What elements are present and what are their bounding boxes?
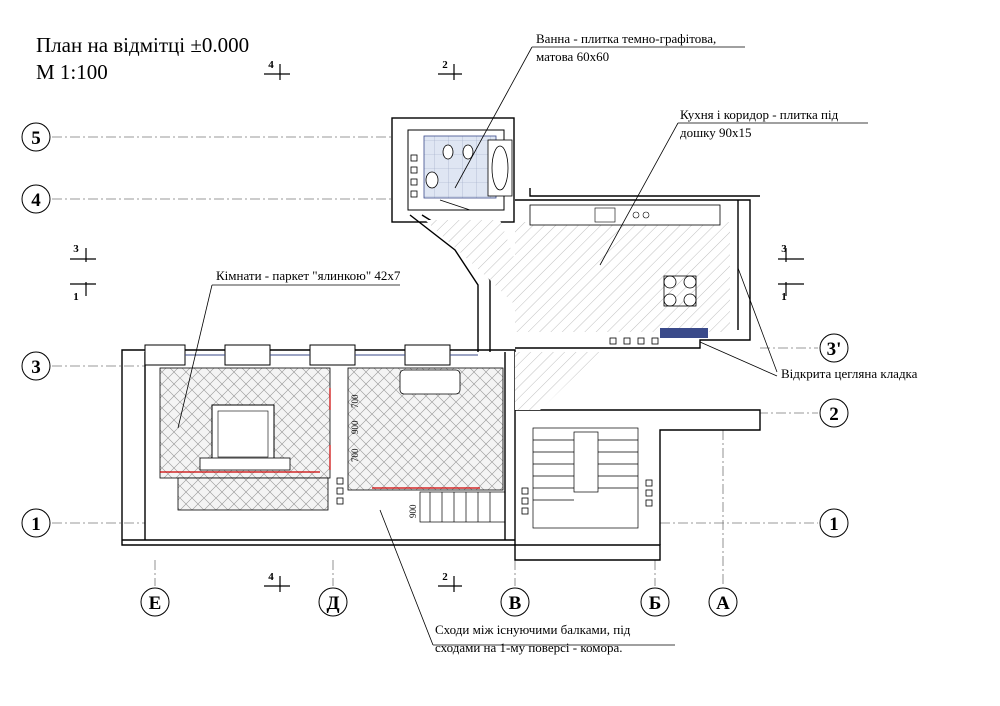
rooms <box>159 367 504 511</box>
axis-label-3: 3 <box>31 357 41 378</box>
section-label-3-left: 3 <box>73 243 79 255</box>
note-kitchen-line2: дошку 90х15 <box>680 125 752 140</box>
leader-lines <box>177 46 868 646</box>
note-bath-line1: Ванна - плитка темно-графітова, <box>536 31 717 46</box>
plan-scale: М 1:100 <box>36 60 108 84</box>
axis-bubbles <box>21 122 849 617</box>
section-label-4-bottom: 4 <box>268 571 274 583</box>
note-stairs-line2: сходами на 1-му поверсі - комора. <box>435 640 623 655</box>
axis-label-D: Д <box>326 593 339 614</box>
wall-brick-markers <box>336 154 659 515</box>
plan-title: План на відмітці ±0.000 <box>36 33 250 57</box>
note-bath-line2: матова 60х60 <box>536 49 610 64</box>
dim-700-b: 700 <box>350 448 360 462</box>
axis-label-4: 4 <box>31 190 41 211</box>
dim-700-a: 700 <box>350 394 360 408</box>
note-stairs-line1: Сходи між існуючими балками, під <box>435 622 631 637</box>
section-label-1-left: 1 <box>73 291 79 303</box>
section-label-2-top: 2 <box>442 59 448 71</box>
axis-label-2: 2 <box>829 404 839 425</box>
dimension-labels: 700 900 700 900 <box>350 394 418 518</box>
axis-label-V: В <box>509 593 522 614</box>
section-label-2-bottom: 2 <box>442 571 448 583</box>
axis-label-E: Е <box>149 593 162 614</box>
windows <box>144 344 478 366</box>
axis-label-3prime: 3' <box>827 339 842 360</box>
dim-900-b: 900 <box>408 504 418 518</box>
kitchen <box>515 204 730 338</box>
bathroom <box>391 117 515 223</box>
section-label-4-top: 4 <box>268 59 274 71</box>
axis-label-A: А <box>716 593 730 614</box>
note-brick: Відкрита цегляна кладка <box>781 366 918 381</box>
axis-label-B: Б <box>649 593 662 614</box>
dim-900-a: 900 <box>350 420 360 434</box>
axis-label-1-left: 1 <box>31 514 41 535</box>
axis-label-1-right: 1 <box>829 514 839 535</box>
axis-label-5: 5 <box>31 128 41 149</box>
staircase <box>419 427 639 529</box>
note-kitchen-line1: Кухня і коридор - плитка під <box>680 107 839 122</box>
section-marks <box>70 64 804 592</box>
section-label-1-right: 1 <box>781 291 787 303</box>
corridor-floor <box>425 220 600 410</box>
section-label-3-right: 3 <box>781 243 787 255</box>
note-rooms: Кімнати - паркет "ялинкою" 42х7 <box>216 268 401 283</box>
